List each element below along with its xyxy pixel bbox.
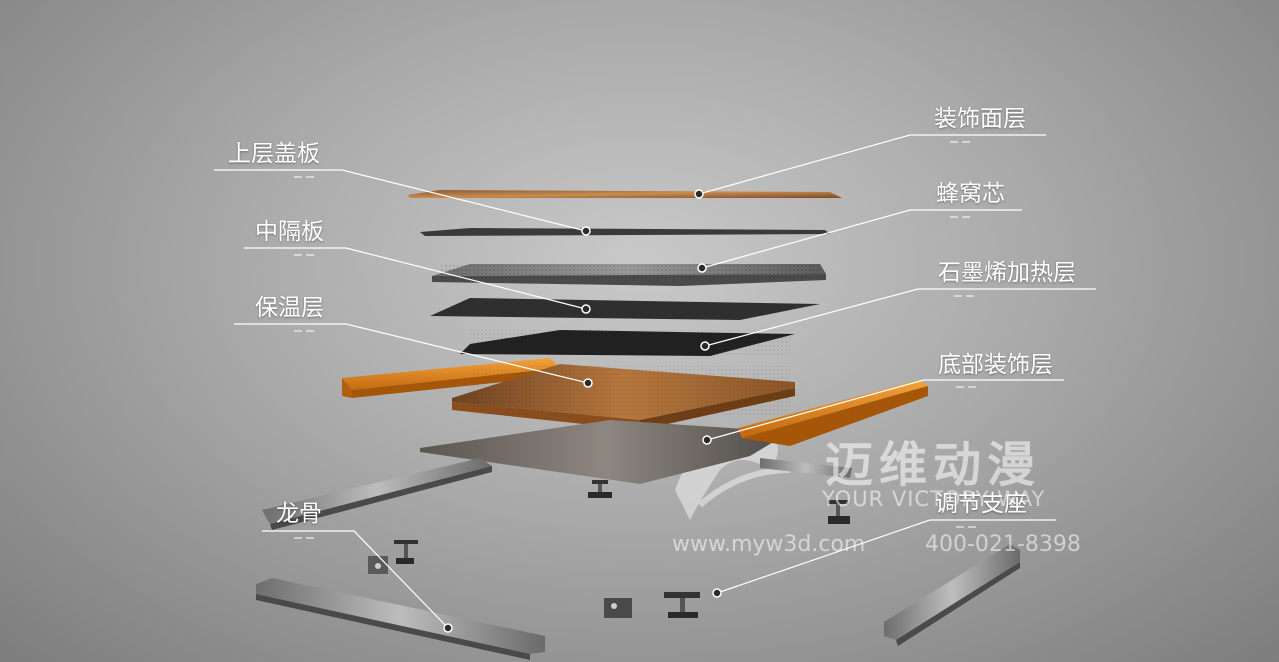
leader-bottom [706, 379, 1064, 441]
label-dashes [294, 141, 976, 539]
leader-surface [698, 134, 1046, 195]
bottom-decorative-sheet [420, 420, 790, 484]
label-middle-plate: 中隔板 [255, 219, 324, 245]
watermark-brand-cn: 迈维动漫 [825, 437, 1042, 493]
adjustable-support-1 [588, 480, 612, 498]
leader-top-cover [214, 169, 587, 232]
graphene-texture [470, 330, 790, 356]
keel-rail-lower-right [884, 544, 1020, 640]
leader-honeycomb [701, 209, 1022, 269]
middle-plate-sheet [430, 298, 820, 320]
label-honeycomb: 蜂窝芯 [936, 181, 1005, 207]
leader-keel [262, 530, 449, 629]
left-orange-profile-front [342, 378, 352, 398]
label-graphene-heating: 石墨烯加热层 [938, 260, 1076, 286]
honeycomb-texture [440, 264, 820, 278]
label-surface-layer: 装饰面层 [934, 106, 1026, 132]
leader-support [716, 519, 1056, 594]
adjustable-support-3 [394, 540, 418, 564]
label-adjustable-support: 调节支座 [935, 491, 1027, 517]
leader-graphene [704, 288, 1096, 347]
keel-rail-lower-left [256, 578, 545, 654]
label-insulation: 保温层 [255, 295, 324, 321]
label-bottom-layer: 底部装饰层 [938, 352, 1053, 378]
adjustable-support-2 [828, 500, 850, 524]
leader-middle-plate [244, 247, 587, 310]
watermark-url: www.myw3d.com [672, 532, 866, 557]
surface-layer-sheet [408, 190, 842, 198]
keel-rail-lower-left-shade [256, 594, 530, 660]
right-orange-profile-bottom [742, 386, 928, 446]
insulation-texture [470, 366, 790, 416]
leader-markers [443, 189, 722, 633]
leader-lines [214, 134, 1096, 629]
keel-rail-upper-left [262, 458, 492, 524]
keel-rail-upper-right [760, 458, 852, 478]
label-keel: 龙骨 [276, 501, 322, 527]
leader-insulation [234, 323, 589, 384]
watermark-phone: 400-021-8398 [925, 532, 1081, 557]
keel-rail-lower-right-shade [896, 562, 1020, 646]
adjustable-support-4 [368, 556, 388, 574]
label-top-cover: 上层盖板 [228, 141, 320, 167]
adjustable-support-6 [664, 592, 700, 618]
right-orange-profile [738, 380, 928, 438]
watermark-brand-en: YOUR VICTORY WAY [822, 487, 1046, 511]
adjustable-support-5 [604, 598, 632, 618]
keel-rail-upper-left-shade [270, 466, 492, 530]
top-cover-sheet [420, 228, 830, 236]
